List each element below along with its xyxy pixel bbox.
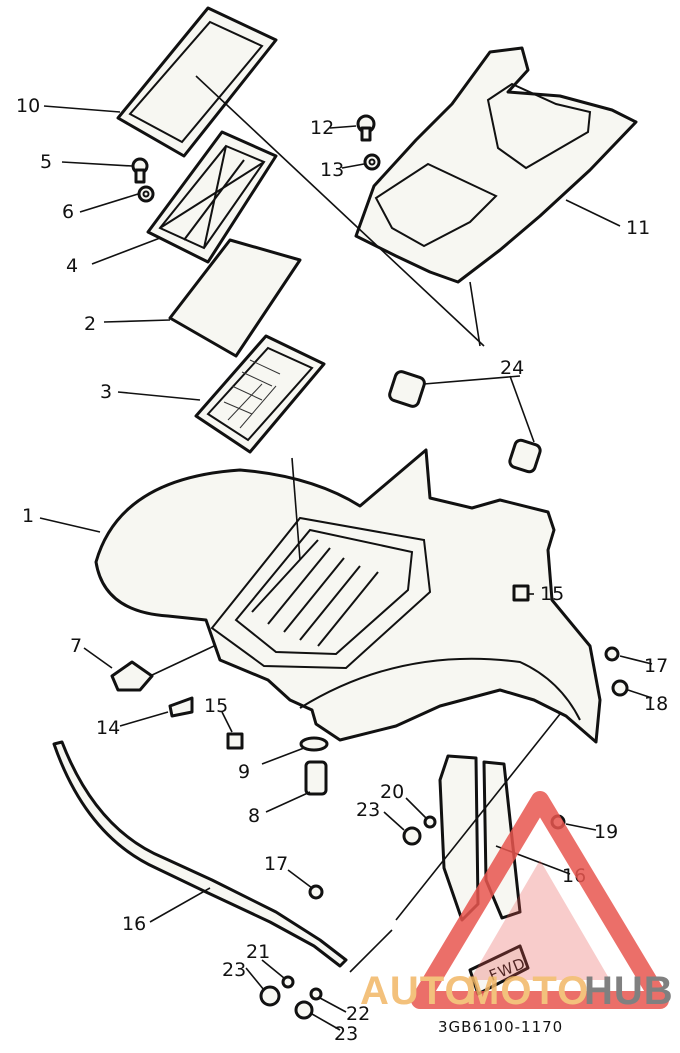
watermark-moto: MOTO [466,969,589,1013]
part-1-fender [94,448,602,744]
callout-20: 18 [644,693,668,715]
callout-12: 12 [310,117,334,139]
callout-23-b: 23 [222,959,246,981]
watermark-triangle [411,791,669,1009]
part-14-clip [168,696,194,718]
part-23-nut-a [402,826,422,846]
part-9-clamp [299,736,329,752]
part-19-bolt [604,646,620,662]
part-12-bolt [356,114,376,142]
callout-22-b: 21 [246,941,270,963]
part-7-connector [110,660,154,692]
watermark: AUTO MOTO HUB [360,791,674,1013]
catalog-code: 3GB6100-1170 [438,1018,563,1036]
callout-1: 1 [22,505,34,527]
part-10-gasket [116,6,278,158]
callout-13: 13 [320,159,344,181]
callout-23-c: 23 [334,1023,358,1045]
callout-11: 11 [626,217,650,239]
watermark-hub: HUB [584,969,674,1013]
part-6-washer [137,185,155,203]
part-2-pad [168,238,302,358]
callout-23-a: 23 [356,799,380,821]
part-22-washer-c [309,987,323,1001]
part-3-mesh-filter [194,334,326,454]
fwd-decal: FWD [468,944,530,996]
part-22-washer-a [423,815,437,829]
part-13-washer [363,153,381,171]
callout-17: 16 [122,913,146,935]
part-15-bolt-b [512,584,530,602]
part-22-washer-b [281,975,295,989]
callout-15-a: 15 [204,695,228,717]
callouts: 10 5 6 4 2 3 1 7 14 15 9 8 12 13 11 24 1… [16,95,668,1045]
leader-lines [39,75,653,1031]
part-20-bolt [611,679,629,697]
part-18-bolt [308,884,324,900]
part-24-grommets [388,370,542,474]
part-11-cover [354,46,638,284]
part-15-bolt-a [226,732,244,750]
part-17-stay [52,740,348,968]
callout-22-a: 20 [380,781,404,803]
callout-9: 9 [238,761,250,783]
callout-14: 14 [96,717,120,739]
part-23-nut-c [294,1000,314,1020]
watermark-auto: AUTO [360,969,477,1013]
callout-6: 6 [62,201,74,223]
callout-4: 4 [66,255,78,277]
callout-7: 7 [70,635,82,657]
callout-22-c: 22 [346,1003,370,1025]
callout-8: 8 [248,805,260,827]
callout-5: 5 [40,151,52,173]
callout-19: 17 [644,655,668,677]
callout-2: 2 [84,313,96,335]
part-5-bolt [131,157,149,184]
callout-18: 17 [264,853,288,875]
part-8-sleeve [304,760,328,796]
callout-10: 10 [16,95,40,117]
callout-3: 3 [100,381,112,403]
part-23-nut-b [259,985,281,1007]
part-4-frame [146,130,278,264]
callout-15-b: 15 [540,583,564,605]
callout-21: 19 [594,821,618,843]
callout-24: 24 [500,357,524,379]
